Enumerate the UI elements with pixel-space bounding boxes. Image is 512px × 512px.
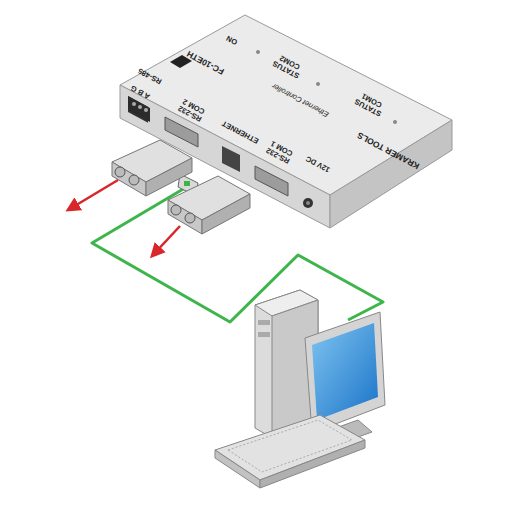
device-label: STATUS COM2 (268, 51, 307, 82)
device-label: RS-485 (136, 66, 164, 86)
ethernet-cable (92, 185, 383, 322)
led (393, 120, 397, 124)
computer (215, 290, 385, 488)
device-label: ETHERNET (219, 118, 261, 145)
device-label: 12V DC (304, 154, 332, 174)
device-label: RS-232 COM 1 (260, 136, 301, 168)
db9-connector (152, 176, 250, 256)
device-label: ON (224, 33, 240, 47)
device-label: STATUS COM1 (350, 89, 389, 120)
led (256, 50, 260, 54)
device-label: Ethernet Controller (269, 81, 330, 118)
device-label: FC-10ETH (184, 48, 226, 76)
device-housing: FC-10ETH Ethernet Controller ON STATUS COM2… (0, 0, 512, 260)
device-label: A B G (128, 83, 152, 101)
device-label: RS-232 COM 2 (172, 94, 213, 126)
device-label: KRAMER TOOLS (355, 129, 422, 170)
led (316, 82, 320, 86)
